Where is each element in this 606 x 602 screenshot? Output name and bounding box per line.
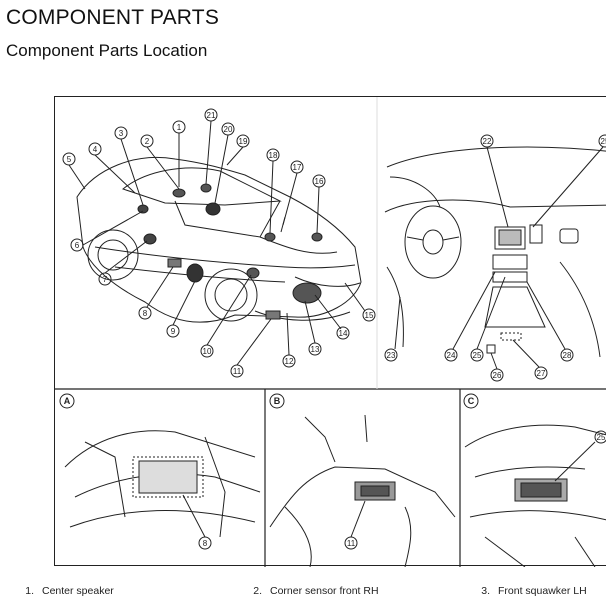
svg-text:10: 10 xyxy=(203,347,212,356)
callout-10: 10 xyxy=(200,344,214,358)
svg-text:20: 20 xyxy=(224,125,233,134)
svg-text:12: 12 xyxy=(285,357,294,366)
legend-number: 2. xyxy=(253,585,262,597)
svg-text:16: 16 xyxy=(315,177,324,186)
callout-25-top: 25 xyxy=(598,134,606,148)
detail-view-b: B 11 xyxy=(269,393,456,567)
svg-text:15: 15 xyxy=(365,311,374,320)
svg-text:11: 11 xyxy=(233,367,242,376)
callout-24: 24 xyxy=(444,348,458,362)
callout-21: 21 xyxy=(204,108,218,122)
callout-8: 8 xyxy=(138,306,152,320)
svg-text:8: 8 xyxy=(143,309,148,318)
svg-text:28: 28 xyxy=(563,351,572,360)
svg-text:17: 17 xyxy=(293,163,302,172)
svg-text:22: 22 xyxy=(483,137,492,146)
callout-26: 26 xyxy=(490,368,504,382)
callout-18: 18 xyxy=(266,148,280,162)
svg-text:A: A xyxy=(64,396,71,406)
legend-label: Corner sensor front RH xyxy=(270,585,379,597)
interior-callouts: 22 25 23 24 25 26 27 28 xyxy=(384,134,606,382)
callout-2: 2 xyxy=(140,134,154,148)
callout-16: 16 xyxy=(312,174,326,188)
callout-25: 25 xyxy=(470,348,484,362)
detail-view-c: C 25 xyxy=(463,393,606,567)
legend-number: 3. xyxy=(481,585,490,597)
callout-6: 6 xyxy=(70,238,84,252)
svg-text:5: 5 xyxy=(67,155,72,164)
svg-text:19: 19 xyxy=(239,137,248,146)
legend-label: Center speaker xyxy=(42,585,114,597)
callout-15: 15 xyxy=(362,308,376,322)
svg-text:7: 7 xyxy=(103,275,108,284)
callout-27: 27 xyxy=(534,366,548,380)
callout-4: 4 xyxy=(88,142,102,156)
svg-text:21: 21 xyxy=(207,111,216,120)
svg-text:25: 25 xyxy=(601,137,606,146)
component-location-diagram: 1 2 3 4 5 6 7 8 9 10 11 12 13 14 15 16 1… xyxy=(54,96,606,567)
callout-17: 17 xyxy=(290,160,304,174)
svg-text:23: 23 xyxy=(387,351,396,360)
callout-11: 11 xyxy=(230,364,244,378)
callout-5: 5 xyxy=(62,152,76,166)
svg-text:1: 1 xyxy=(177,123,182,132)
callout-9: 9 xyxy=(166,324,180,338)
callout-19: 19 xyxy=(236,134,250,148)
legend-item-2: 2. Corner sensor front RH xyxy=(250,585,379,597)
callout-28: 28 xyxy=(560,348,574,362)
callout-22: 22 xyxy=(480,134,494,148)
legend-number: 1. xyxy=(25,585,34,597)
svg-text:27: 27 xyxy=(537,369,546,378)
callout-14: 14 xyxy=(336,326,350,340)
exterior-callouts: 1 2 3 4 5 6 7 8 9 10 11 12 13 14 15 16 1… xyxy=(62,108,376,378)
svg-text:B: B xyxy=(274,396,281,406)
callout-1: 1 xyxy=(172,120,186,134)
svg-text:8: 8 xyxy=(203,539,208,548)
callout-13: 13 xyxy=(308,342,322,356)
svg-text:9: 9 xyxy=(171,327,176,336)
callout-12: 12 xyxy=(282,354,296,368)
legend-item-1: 1. Center speaker xyxy=(22,585,114,597)
svg-text:25: 25 xyxy=(597,433,606,442)
svg-text:24: 24 xyxy=(447,351,456,360)
callout-23: 23 xyxy=(384,348,398,362)
vehicle-exterior-drawing xyxy=(68,120,366,366)
svg-text:4: 4 xyxy=(93,145,98,154)
svg-text:2: 2 xyxy=(145,137,150,146)
callout-20: 20 xyxy=(221,122,235,136)
svg-text:11: 11 xyxy=(347,539,356,548)
legend-item-3: 3. Front squawker LH xyxy=(478,585,587,597)
svg-text:6: 6 xyxy=(75,241,80,250)
detail-view-a: A 8 xyxy=(59,393,261,550)
svg-text:14: 14 xyxy=(339,329,348,338)
callout-3: 3 xyxy=(114,126,128,140)
legend-label: Front squawker LH xyxy=(498,585,587,597)
svg-text:18: 18 xyxy=(269,151,278,160)
svg-text:3: 3 xyxy=(119,129,124,138)
svg-text:26: 26 xyxy=(493,371,502,380)
svg-text:25: 25 xyxy=(473,351,482,360)
page-section-title: COMPONENT PARTS xyxy=(6,6,220,29)
svg-text:C: C xyxy=(468,396,475,406)
page-subsection-title: Component Parts Location xyxy=(6,41,208,60)
svg-text:13: 13 xyxy=(311,345,320,354)
vehicle-interior-drawing xyxy=(384,146,606,370)
callout-7: 7 xyxy=(98,272,112,286)
